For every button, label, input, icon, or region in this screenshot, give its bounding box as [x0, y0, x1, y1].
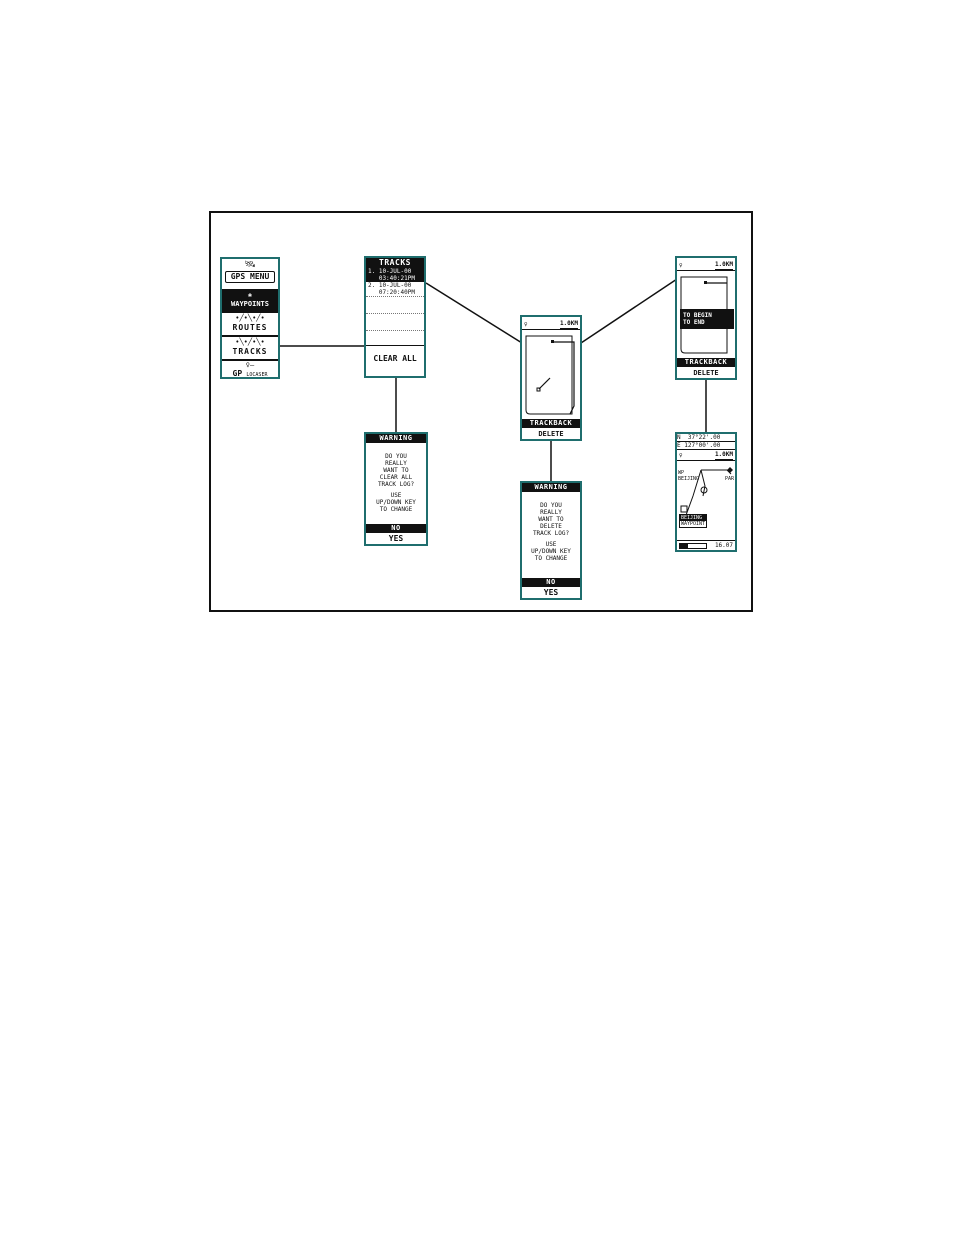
routes-label: ROUTES	[232, 323, 268, 332]
track-item-2[interactable]: 2. 10-JUL-00 07:20:40PM	[368, 282, 415, 296]
menu-item-tracks[interactable]: •╲•╱•╲• TRACKS	[222, 337, 278, 361]
person-icon: ♀—	[245, 361, 255, 369]
navigation-screen: N 37°22'.00 E 127°00'.00 ♀ 1.0KM WP BEIJ…	[675, 432, 737, 552]
person-icon: ♀	[679, 262, 683, 269]
warning-hint: USE UP/DOWN KEY TO CHANGE	[376, 492, 416, 513]
waypoint-name: BEIJING	[680, 515, 707, 521]
menu-item-waypoints[interactable]: ❀ WAYPOINTS	[222, 291, 278, 313]
map-scale: 1.0KM	[559, 320, 578, 329]
nav-footer: 16.07	[677, 540, 735, 550]
empty-slot	[366, 330, 424, 345]
warning-title: WARNING	[522, 483, 580, 492]
progress-bar	[679, 542, 707, 549]
map-scale: 1.0KM	[714, 261, 733, 270]
tracks-title: TRACKS	[366, 258, 424, 268]
warning-delete-screen: WARNING DO YOU REALLY WANT TO DELETE TRA…	[520, 481, 582, 600]
map-header: ♀ 1.0KM	[677, 450, 735, 461]
warning-hint: USE UP/DOWN KEY TO CHANGE	[531, 541, 571, 562]
waypoint-info-box[interactable]: BEIJING WAYPOINT	[679, 514, 708, 528]
waypoints-label: WAYPOINTS	[231, 300, 269, 308]
person-icon: ♀	[679, 452, 683, 459]
tracks-divider	[366, 345, 424, 354]
person-icon: ♀	[524, 321, 528, 328]
trackback-popup[interactable]: TO BEGIN TO END	[680, 309, 734, 329]
menu-item-routes[interactable]: •╱•╲•╱• ROUTES	[222, 313, 278, 337]
track-map-canvas	[680, 276, 728, 354]
gps-menu-screen: 🛰 GPS MENU ❀ WAYPOINTS •╱•╲•╱• ROUTES •╲…	[220, 257, 280, 379]
tracks-screen: TRACKS 1. 10-JUL-00 03:40:21PM 2. 10-JUL…	[364, 256, 426, 378]
waypoint-type: WAYPOINT	[681, 521, 706, 527]
clear-all-button[interactable]: CLEAR ALL	[373, 354, 417, 363]
gps-menu-header[interactable]: 🛰 GPS MENU	[222, 259, 278, 291]
warning-clear-screen: WARNING DO YOU REALLY WANT TO CLEAR ALL …	[364, 432, 428, 546]
routes-icon: •╱•╲•╱•	[235, 314, 265, 322]
tracks-label: TRACKS	[232, 347, 268, 356]
gps-menu-title: GPS MENU	[225, 271, 275, 283]
map-header: ♀ 1.0KM	[677, 258, 735, 271]
no-option[interactable]: NO	[366, 524, 426, 533]
footer-value: 16.07	[714, 542, 733, 549]
diagram-frame	[209, 211, 753, 612]
no-option[interactable]: NO	[522, 578, 580, 587]
warning-message: DO YOU REALLY WANT TO CLEAR ALL TRACK LO…	[377, 453, 415, 488]
track-item-1[interactable]: 1. 10-JUL-00 03:40:21PM	[366, 268, 424, 282]
warning-title: WARNING	[366, 434, 426, 443]
delete-button[interactable]: DELETE	[693, 369, 719, 377]
empty-slot	[366, 313, 424, 330]
coord-north: N 37°22'.00	[677, 434, 735, 442]
waypoint-right-label: PAR	[724, 476, 734, 482]
yes-option[interactable]: YES	[543, 588, 559, 597]
map-header: ♀ 1.0KM	[522, 317, 580, 330]
coord-east: E 127°00'.00	[677, 442, 735, 450]
waypoint-icon: ❀	[247, 291, 253, 299]
gp-logo-sub: LOCASER	[246, 372, 268, 378]
tracks-icon: •╲•╱•╲•	[235, 338, 265, 346]
waypoint-left-label: WP BEIJING	[678, 470, 700, 482]
navigation-map-canvas	[680, 467, 733, 519]
yes-option[interactable]: YES	[388, 534, 404, 543]
track-map-canvas	[525, 335, 575, 415]
warning-message: DO YOU REALLY WANT TO DELETE TRACK LOG?	[532, 502, 570, 537]
popup-options[interactable]: TO BEGIN TO END	[682, 311, 732, 327]
track-map-screen: ♀ 1.0KM TRACKBACK DELETE	[520, 315, 582, 441]
gp-locaser-logo: ♀— GP LOCASER	[222, 361, 278, 378]
map-scale: 1.0KM	[714, 451, 733, 460]
satellite-icon: 🛰	[244, 260, 256, 270]
trackback-label[interactable]: TRACKBACK	[677, 358, 735, 367]
delete-button[interactable]: DELETE	[538, 430, 564, 438]
gp-logo-text: GP	[232, 369, 243, 378]
trackback-label[interactable]: TRACKBACK	[522, 419, 580, 428]
track-options-screen: ♀ 1.0KM TO BEGIN TO END TRACKBACK DELETE	[675, 256, 737, 380]
empty-slot	[366, 296, 424, 313]
